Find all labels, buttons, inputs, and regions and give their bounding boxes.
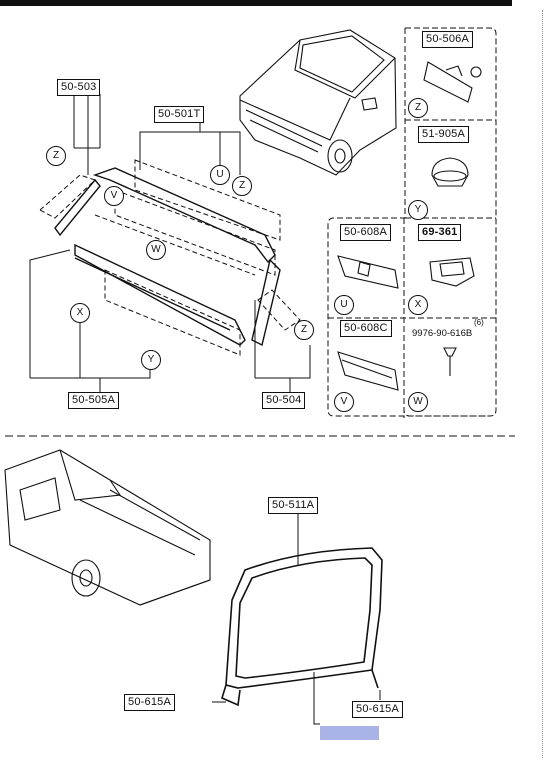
- marker-z-right: Z: [294, 320, 314, 340]
- part-label-50-615a-left[interactable]: 50-615A: [124, 694, 175, 711]
- marker-z-left: Z: [46, 146, 66, 166]
- leader-lines-bottom: [212, 512, 381, 725]
- window-frame-strips: [54, 167, 281, 347]
- quantity-note: (6): [474, 318, 484, 327]
- part-label-69-361[interactable]: 69-361: [418, 224, 462, 241]
- truck-front-illustration: [239, 29, 397, 176]
- marker-y-main: Y: [141, 350, 161, 370]
- marker-x-detail: X: [408, 295, 428, 315]
- highlight-tag[interactable]: [320, 726, 379, 740]
- marker-z-top: Z: [232, 176, 252, 196]
- marker-w-main: W: [146, 240, 166, 260]
- pickup-bed-illustration: [4, 449, 211, 606]
- clip-parts: [337, 61, 482, 391]
- marker-z-detail: Z: [408, 98, 428, 118]
- marker-x-main: X: [70, 303, 90, 323]
- part-label-50-501t[interactable]: 50-501T: [154, 106, 205, 123]
- marker-w-detail: W: [408, 392, 428, 412]
- header-bar: [0, 0, 512, 6]
- part-label-50-511a[interactable]: 50-511A: [268, 497, 319, 514]
- marker-y-detail: Y: [408, 200, 428, 220]
- part-label-50-615a-right[interactable]: 50-615A: [352, 701, 403, 718]
- marker-u-detail: U: [334, 295, 354, 315]
- part-label-50-503[interactable]: 50-503: [57, 79, 101, 96]
- part-label-50-506a[interactable]: 50-506A: [422, 31, 473, 48]
- detail-box: [327, 27, 497, 418]
- part-label-50-505a[interactable]: 50-505A: [68, 392, 119, 409]
- marker-u-top: U: [210, 165, 230, 185]
- part-label-50-608a[interactable]: 50-608A: [340, 224, 391, 241]
- part-label-51-905a[interactable]: 51-905A: [418, 126, 469, 143]
- marker-v-top: V: [104, 186, 124, 206]
- weatherstrip-frame: [221, 547, 383, 707]
- part-label-50-608c[interactable]: 50-608C: [340, 320, 392, 337]
- leader-lines-top: [29, 94, 311, 392]
- page-edge-rule: [542, 10, 547, 758]
- part-label-9976-90-616b[interactable]: 9976-90-616B: [412, 328, 473, 339]
- part-label-50-504[interactable]: 50-504: [262, 392, 306, 409]
- marker-v-detail: V: [334, 392, 354, 412]
